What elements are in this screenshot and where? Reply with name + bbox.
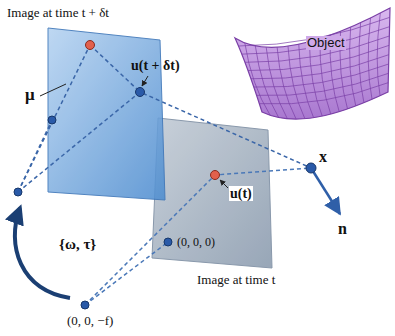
- coordinate-label: (0, 0, 0): [176, 236, 216, 249]
- point-u-t-dt: [136, 88, 145, 97]
- mesh-line: [245, 36, 389, 62]
- projection-rays-t-dt: [18, 45, 311, 192]
- mesh-line: [255, 46, 278, 118]
- coordinate-label: (0, 0, −f): [66, 314, 114, 328]
- principal-point: [164, 238, 172, 246]
- object-surface: [235, 8, 390, 119]
- mesh-line: [359, 23, 364, 103]
- mesh-line: [251, 55, 389, 79]
- object-label: Object: [306, 36, 346, 50]
- point-red: [86, 41, 95, 50]
- camera-center: [81, 301, 89, 309]
- principal-point: [48, 116, 56, 124]
- mesh-line: [377, 13, 380, 96]
- point-x: [306, 163, 316, 173]
- point-label: u(t + δt): [130, 58, 181, 73]
- mesh-line: [266, 47, 287, 119]
- leader-arrow: [142, 76, 148, 86]
- mesh-line: [242, 27, 390, 54]
- image-plane-t: [152, 118, 272, 268]
- mesh-line: [368, 18, 372, 99]
- leader-line: [40, 84, 66, 96]
- mesh-line: [259, 83, 388, 104]
- mesh-line: [288, 46, 305, 119]
- leader-arrow: [220, 180, 228, 188]
- point-label: u(t): [229, 186, 253, 201]
- mesh-line: [299, 44, 314, 117]
- plane-label: Image at time t + δt: [6, 6, 110, 20]
- mesh-line: [257, 73, 389, 95]
- image-plane-t-dt: [48, 28, 165, 200]
- point-u-t: [211, 171, 220, 180]
- vector-label: μ: [24, 86, 36, 105]
- camera-center: [14, 188, 22, 196]
- motion-arrow: [15, 208, 70, 298]
- plane-label: Image at time t: [196, 273, 276, 287]
- normal-arrow: [311, 168, 340, 214]
- object-mesh: [239, 13, 390, 119]
- vector-label: n: [337, 220, 348, 238]
- motion-label: {ω, τ}: [58, 236, 97, 253]
- mesh-line: [254, 64, 389, 87]
- point-label: x: [318, 148, 328, 166]
